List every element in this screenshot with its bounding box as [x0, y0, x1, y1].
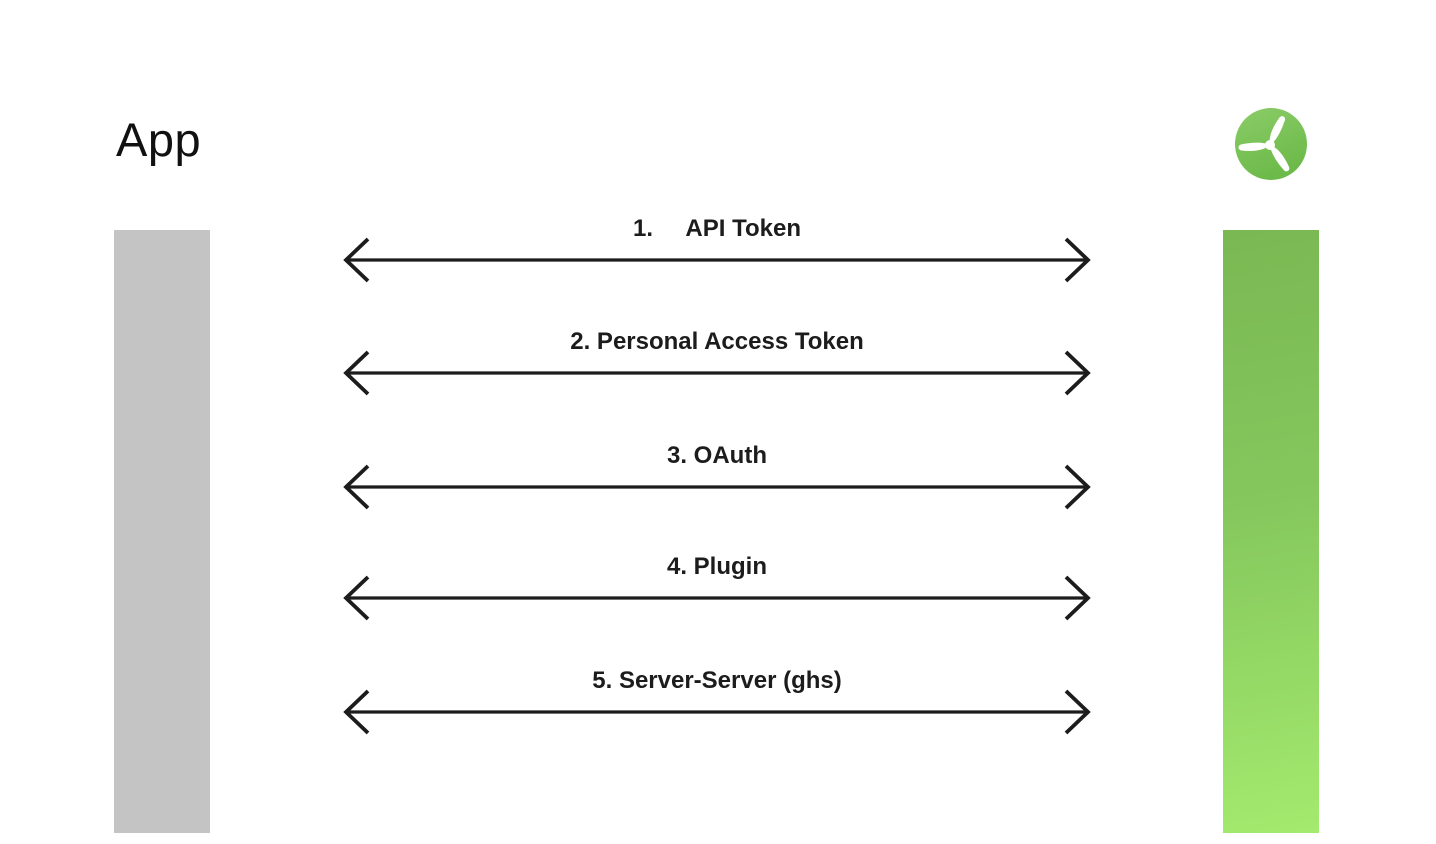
app-lifeline-bar	[114, 230, 210, 833]
connection-label: 5. Server-Server (ghs)	[592, 667, 842, 694]
service-lifeline-bar	[1223, 230, 1319, 833]
double-arrow	[343, 689, 1091, 735]
double-arrow	[343, 464, 1091, 510]
propeller-blades	[1238, 116, 1290, 172]
connection-label: 2. Personal Access Token	[570, 328, 864, 355]
double-arrow	[343, 350, 1091, 396]
wind-turbine-logo-icon	[1235, 108, 1307, 180]
connection-label: 3. OAuth	[667, 442, 767, 469]
connection-label: 1. API Token	[632, 215, 802, 242]
double-arrow	[343, 575, 1091, 621]
app-title: App	[116, 113, 202, 166]
connection-label: 4. Plugin	[666, 553, 767, 580]
double-arrow	[343, 237, 1091, 283]
